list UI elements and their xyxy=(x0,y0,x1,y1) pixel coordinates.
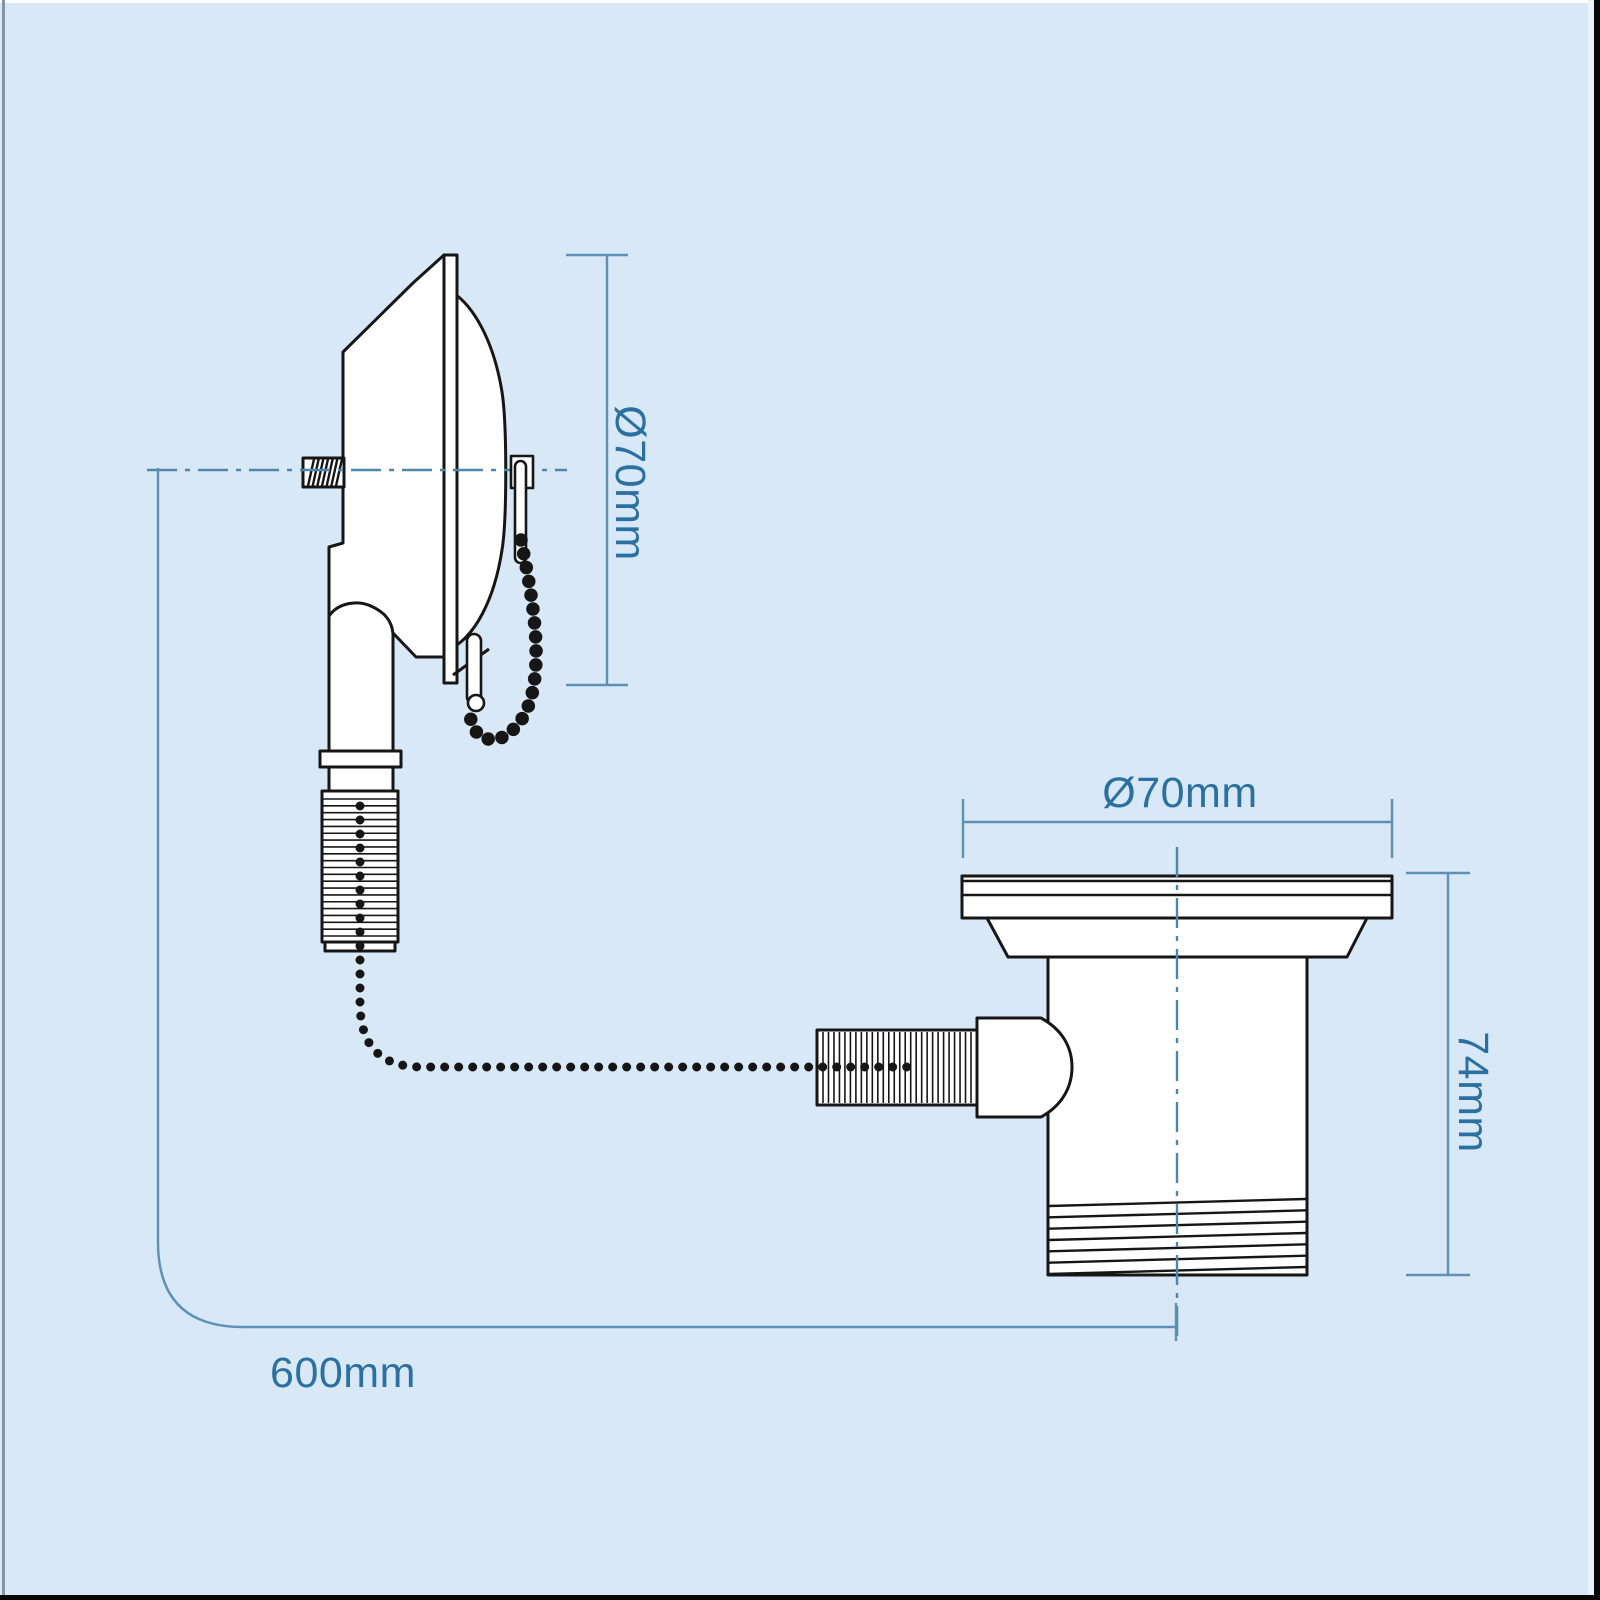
label-cable-length: 600mm xyxy=(270,1349,416,1397)
dim-waste-diameter xyxy=(961,799,1394,858)
centerlines xyxy=(147,468,1179,1342)
overflow-cover-cone xyxy=(327,253,446,659)
plug-chain xyxy=(463,533,543,747)
label-waste-height: 74mm xyxy=(1449,1031,1497,1152)
dim-waste-height xyxy=(1406,871,1470,1277)
chain-and-plug xyxy=(463,454,543,747)
pipe-collar xyxy=(318,749,403,769)
hose-vertical-ribs xyxy=(323,798,397,937)
label-overflow-diameter: Ø70mm xyxy=(606,405,654,560)
frame-bottom-edge xyxy=(0,1595,1600,1600)
overflow-outlet-pipe xyxy=(327,601,395,754)
frame-left-edge xyxy=(2,0,5,1600)
label-waste-diameter: Ø70mm xyxy=(1102,769,1257,817)
pull-cable-dotted xyxy=(355,801,923,1072)
frame-right-edge xyxy=(1594,0,1600,1600)
dimension-labels: Ø70mm Ø70mm 74mm 600mm xyxy=(270,405,1497,1397)
frame-top-edge xyxy=(0,0,1600,3)
frame-right-light-strip xyxy=(1588,0,1594,1600)
dimension-lines xyxy=(156,253,1470,1341)
dim-overflow-diameter xyxy=(566,253,628,687)
overflow-assembly xyxy=(301,253,508,953)
corrugated-hose-vertical xyxy=(320,789,400,953)
pipe-stub xyxy=(327,765,395,793)
plug-pin-eyelet xyxy=(466,693,486,713)
fixing-screw xyxy=(301,456,346,489)
cable-entry-cap xyxy=(975,1016,1074,1119)
dim-cable-length xyxy=(156,468,1178,1341)
screw-hatch xyxy=(306,458,344,487)
plug-pin xyxy=(465,632,483,706)
